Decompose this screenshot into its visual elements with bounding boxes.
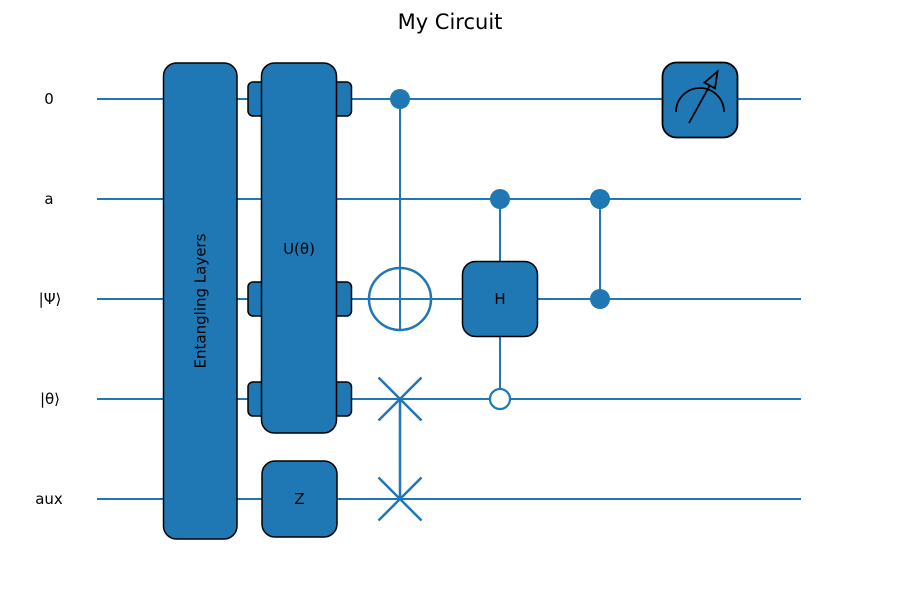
- u-theta-box: [260, 62, 338, 434]
- wire-label-aux: aux: [35, 490, 63, 508]
- swap-gate: [377, 376, 423, 522]
- control-dot-icon: [390, 89, 410, 109]
- z-gate-label: Z: [294, 490, 304, 508]
- z-gate: Z: [261, 460, 338, 538]
- control-dot-icon: [590, 289, 610, 309]
- wire-label-a: a: [44, 190, 53, 208]
- swap-cross-icon: [377, 476, 423, 522]
- h-gate-box: [461, 260, 539, 338]
- entangling-layers-box: [162, 62, 238, 540]
- h-gate-label: H: [494, 290, 505, 308]
- control-dot-icon: [490, 189, 510, 209]
- circuit-title: My Circuit: [398, 10, 503, 34]
- controlled-h-gate: H: [461, 189, 539, 411]
- swap-cross-icon: [377, 376, 423, 422]
- cnot-target-icon: [367, 266, 433, 332]
- wire-label-psi: |Ψ⟩: [39, 290, 62, 308]
- entangling-layers-gate: Entangling Layers: [162, 62, 238, 540]
- measurement-box: [661, 61, 739, 139]
- z-gate-box: [261, 460, 338, 538]
- measurement-gauge-icon: [675, 69, 725, 124]
- cnot-gate: [367, 89, 433, 332]
- wire-labels: 0 a |Ψ⟩ |θ⟩ aux: [35, 90, 63, 508]
- entangling-layers-label: Entangling Layers: [192, 233, 210, 368]
- wire-label-0: 0: [44, 90, 54, 108]
- wire-label-theta: |θ⟩: [40, 390, 60, 408]
- open-control-icon: [488, 387, 512, 411]
- u-theta-gate: U(θ): [247, 62, 353, 434]
- measurement-gate: [661, 61, 739, 139]
- control-dot-icon: [590, 189, 610, 209]
- u-theta-label: U(θ): [283, 240, 315, 258]
- cz-gate: [590, 189, 610, 309]
